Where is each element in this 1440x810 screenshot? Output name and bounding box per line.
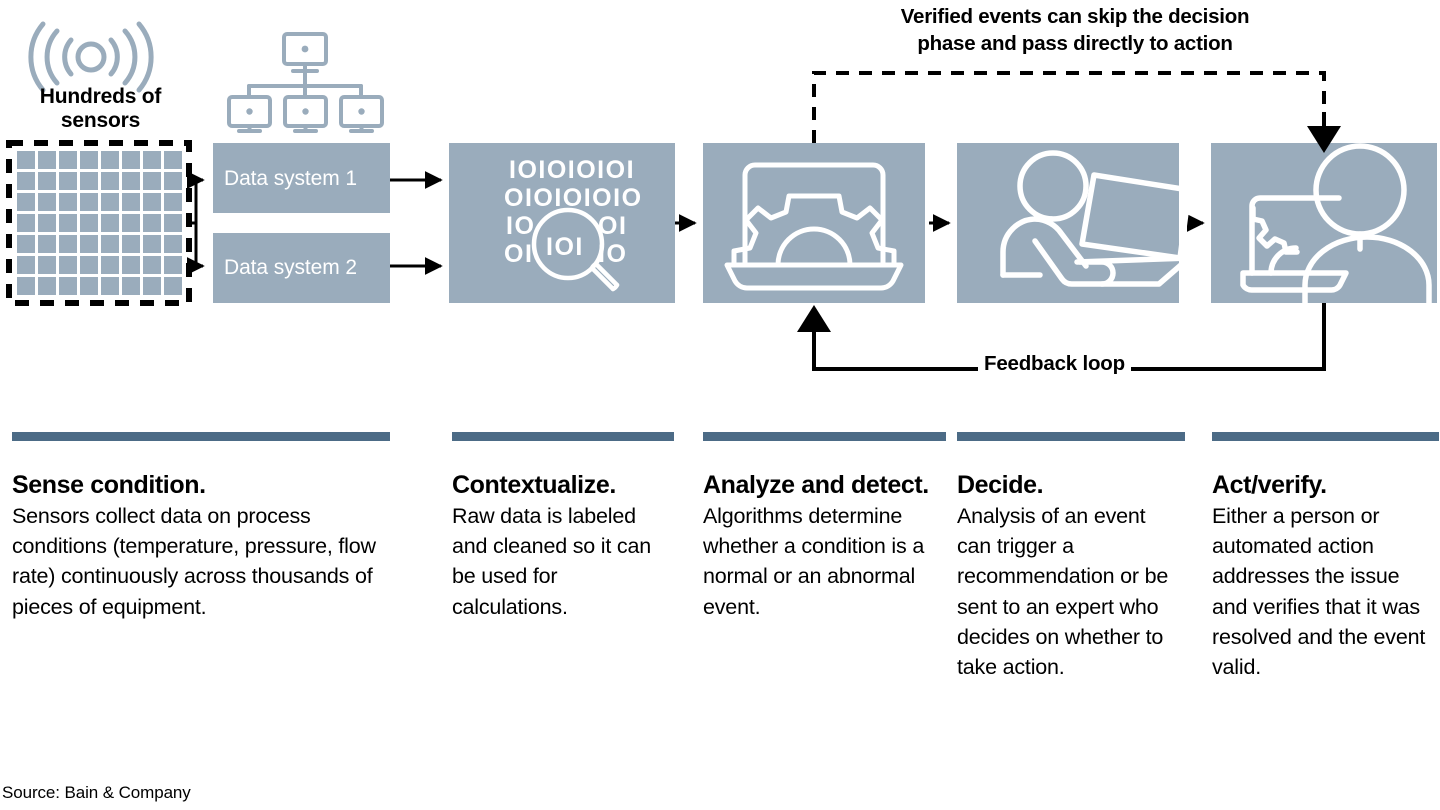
- magnifier-binary-text: IOI: [546, 233, 584, 261]
- binary-magnifier-icon: IOIOIOIOI OIOIOIOIO IO OI OI IO: [504, 156, 643, 268]
- data-system-2-box: [213, 233, 390, 303]
- sensor-to-datasystem-connector: [186, 171, 205, 275]
- column-title: Contextualize.: [452, 471, 616, 499]
- column-body: Sensors collect data on process conditio…: [12, 503, 376, 619]
- column-body: Raw data is labeled and cleaned so it ca…: [452, 503, 652, 619]
- datasystem-to-contextualize-arrows: [390, 171, 443, 275]
- svg-text:OIOIOIOIO: OIOIOIOIO: [504, 184, 643, 212]
- sensors-label-line1: Hundreds of: [39, 85, 162, 108]
- sensors-label: Hundreds of sensors: [8, 85, 193, 132]
- data-system-1-box: [213, 143, 390, 213]
- column-contextualize: Contextualize. Raw data is labeled and c…: [452, 432, 674, 622]
- column-rule: [452, 432, 674, 441]
- bypass-dashed-arrow: [812, 71, 1341, 153]
- column-sense-condition: Sense condition. Sensors collect data on…: [12, 432, 390, 622]
- column-title: Decide.: [957, 471, 1044, 499]
- sensor-cell-group: [17, 151, 182, 295]
- stage-box-decide: [957, 143, 1179, 303]
- column-decide: Decide. Analysis of an event can trigger…: [957, 432, 1185, 683]
- column-title: Sense condition.: [12, 471, 206, 499]
- sensor-grid: [6, 140, 192, 306]
- feedback-loop-label: Feedback loop: [978, 352, 1131, 376]
- column-body: Either a person or automated action addr…: [1212, 503, 1426, 680]
- column-act-verify: Act/verify. Either a person or automated…: [1212, 432, 1439, 683]
- data-system-1-label: Data system 1: [224, 167, 357, 190]
- bypass-annotation-line1: Verified events can skip the decision: [900, 5, 1250, 28]
- laptop-gear-icon: [724, 162, 904, 291]
- column-rule: [703, 432, 946, 441]
- column-body: Analysis of an event can trigger a recom…: [957, 503, 1169, 680]
- person-laptop-gear-icon: [1240, 143, 1432, 306]
- wireless-signal-icon: [28, 21, 154, 93]
- svg-text:IOI: IOI: [546, 233, 584, 261]
- svg-text:IOIOIOIOI: IOIOIOIOI: [509, 156, 635, 184]
- column-title: Analyze and detect.: [703, 471, 929, 499]
- column-title: Act/verify.: [1212, 471, 1327, 499]
- sensors-label-line2: sensors: [60, 108, 141, 132]
- svg-text:IO: IO: [506, 212, 535, 240]
- column-rule: [957, 432, 1185, 441]
- bypass-annotation: Verified events can skip the decision ph…: [810, 3, 1340, 57]
- data-system-2-label: Data system 2: [224, 256, 357, 279]
- column-analyze-and-detect: Analyze and detect. Algorithms determine…: [703, 432, 946, 622]
- source-note: Source: Bain & Company: [2, 783, 191, 802]
- column-body: Algorithms determine whether a condition…: [703, 503, 925, 619]
- column-rule: [1212, 432, 1439, 441]
- magnifier-icon: [531, 207, 620, 292]
- svg-text:OI: OI: [504, 240, 533, 268]
- column-rule: [12, 432, 390, 441]
- person-laptop-icon: [1000, 150, 1192, 287]
- bypass-annotation-line2: phase and pass directly to action: [917, 32, 1233, 56]
- network-topology-icon: [227, 32, 384, 133]
- stage-box-analyze: [703, 143, 925, 303]
